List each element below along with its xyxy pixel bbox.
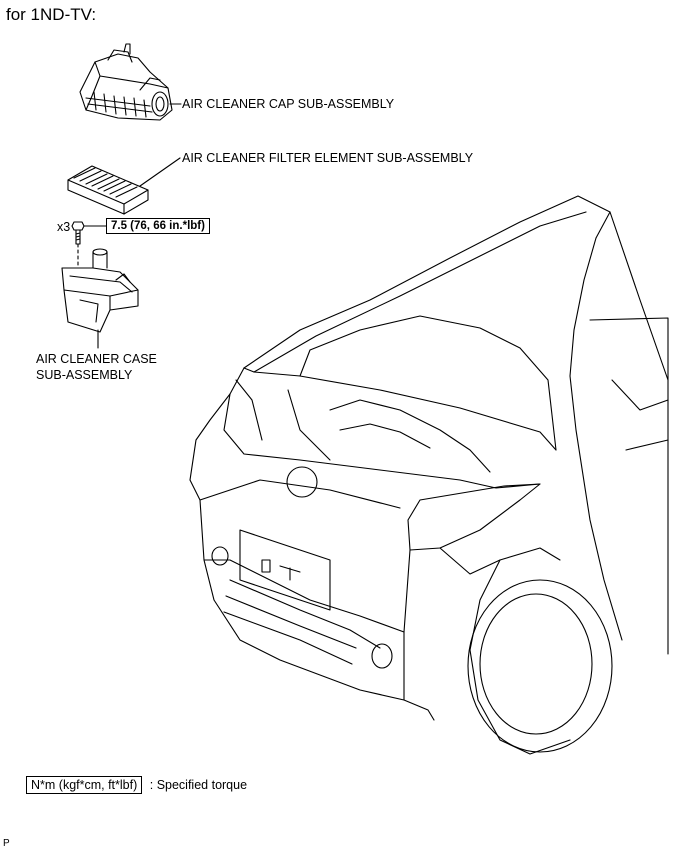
cap-callout: AIR CLEANER CAP SUB-ASSEMBLY <box>182 97 395 111</box>
case-callout-line1: AIR CLEANER CASE <box>36 352 157 366</box>
vehicle-drawing <box>189 195 669 755</box>
filter-leader-line <box>139 157 181 187</box>
footer-code: P <box>3 838 10 849</box>
legend-unit-box: N*m (kgf*cm, ft*lbf) <box>26 776 143 794</box>
page-heading: for 1ND-TV: <box>6 5 97 24</box>
air-cleaner-case-drawing <box>61 248 139 333</box>
bolt-drawing <box>71 221 85 245</box>
air-cleaner-filter-drawing <box>67 165 149 215</box>
bolt-quantity: x3 <box>57 220 71 234</box>
air-cleaner-cap-drawing <box>79 43 173 121</box>
legend-description: : Specified torque <box>149 778 248 792</box>
filter-callout: AIR CLEANER FILTER ELEMENT SUB-ASSEMBLY <box>182 151 474 165</box>
case-callout-line2: SUB-ASSEMBLY <box>36 368 133 382</box>
torque-spec-box: 7.5 (76, 66 in.*lbf) <box>106 218 210 234</box>
torque-legend: N*m (kgf*cm, ft*lbf) : Specified torque <box>26 776 248 794</box>
